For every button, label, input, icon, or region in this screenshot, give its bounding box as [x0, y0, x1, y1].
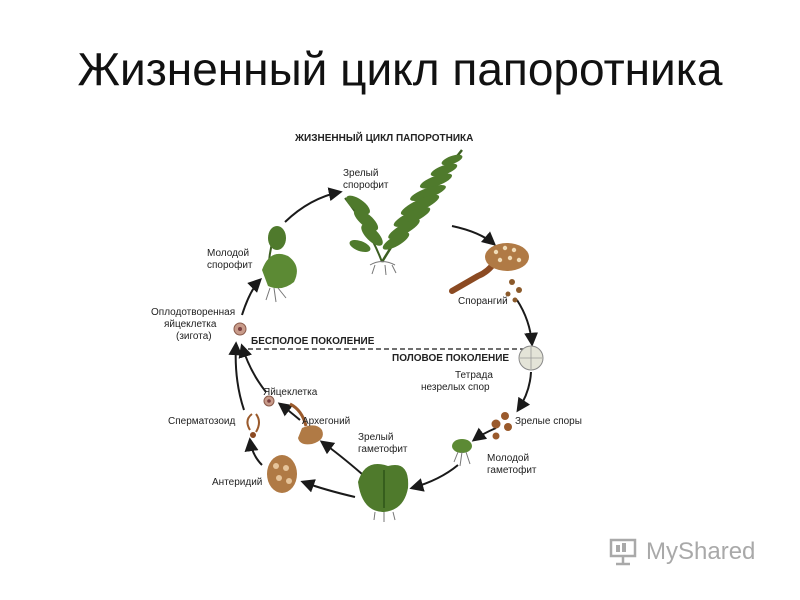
- young-gametophyte-illustration: [452, 439, 472, 467]
- watermark: MyShared: [606, 537, 755, 567]
- label-zygote-3: (зигота): [176, 331, 212, 342]
- label-sporangium: Спорангий: [458, 296, 508, 307]
- arrow-young-to-mature-gametophyte: [409, 464, 459, 492]
- sperm-illustration: [246, 413, 260, 438]
- asexual-generation-label: БЕСПОЛОЕ ПОКОЛЕНИЕ: [251, 336, 375, 347]
- mature-gametophyte-illustration: [358, 464, 409, 522]
- arrow-spores-to-young-gametophyte: [471, 427, 497, 442]
- label-young-sporophyte-2: спорофит: [207, 259, 253, 271]
- arrow-sporangium-to-tetrad: [516, 299, 539, 347]
- antheridium-illustration: [267, 455, 297, 493]
- arrow-sperm-to-zygote: [228, 341, 245, 411]
- label-young-sporophyte-1: Молодой: [207, 248, 249, 259]
- egg-illustration: [263, 395, 275, 407]
- label-zygote-2: яйцеклетка: [164, 319, 217, 330]
- sexual-generation-label: ПОЛОВОЕ ПОКОЛЕНИЕ: [392, 353, 509, 364]
- label-young-gametophyte-1: Молодой: [487, 453, 529, 464]
- arrow-gametophyte-to-archegonium: [319, 440, 363, 475]
- label-mature-sporophyte-2: спорофит: [343, 179, 389, 191]
- label-mature-gametophyte-1: Зрелый: [358, 432, 393, 443]
- page-title: Жизненный цикл папоротника: [77, 43, 723, 95]
- label-archegonium: Архегоний: [302, 416, 350, 427]
- label-tetrad-2: незрелых спор: [421, 382, 490, 393]
- arrow-egg-to-zygote: [238, 343, 267, 393]
- arrow-young-to-mature-sporophyte: [284, 187, 343, 223]
- label-sperm: Сперматозоид: [168, 416, 236, 427]
- zygote-illustration: [233, 322, 247, 336]
- arrow-tetrad-to-spores: [516, 371, 532, 413]
- label-young-gametophyte-2: гаметофит: [487, 464, 537, 476]
- watermark-text: MyShared: [646, 538, 756, 565]
- mature-spores-illustration: [491, 412, 512, 440]
- arrow-archegonium-to-egg: [277, 402, 301, 421]
- archegonium-illustration: [289, 402, 323, 445]
- label-tetrad-1: Тетрада: [455, 370, 493, 381]
- label-antheridium: Антеридий: [212, 477, 262, 488]
- young-sporophyte-illustration: [262, 226, 297, 303]
- arrow-gametophyte-to-antheridium: [300, 479, 356, 498]
- label-mature-sporophyte-1: Зрелый: [343, 168, 378, 179]
- cycle-arrows: [228, 187, 539, 498]
- label-mature-spores: Зрелые споры: [515, 416, 582, 427]
- presentation-board-icon: [609, 538, 637, 566]
- arrow-antheridium-to-sperm: [244, 437, 263, 466]
- diagram-heading: ЖИЗНЕННЫЙ ЦИКЛ ПАПОРОТНИКА: [294, 131, 473, 144]
- arrow-sporophyte-to-sporangium: [451, 225, 497, 246]
- label-mature-gametophyte-2: гаметофит: [358, 443, 408, 455]
- sporangium-illustration: [449, 243, 529, 303]
- arrow-zygote-to-young-sporophyte: [241, 278, 262, 316]
- label-zygote-1: Оплодотворенная: [151, 307, 235, 318]
- mature-sporophyte-illustration: [344, 149, 463, 276]
- label-egg: Яйцеклетка: [263, 387, 318, 398]
- tetrad-illustration: [518, 345, 544, 371]
